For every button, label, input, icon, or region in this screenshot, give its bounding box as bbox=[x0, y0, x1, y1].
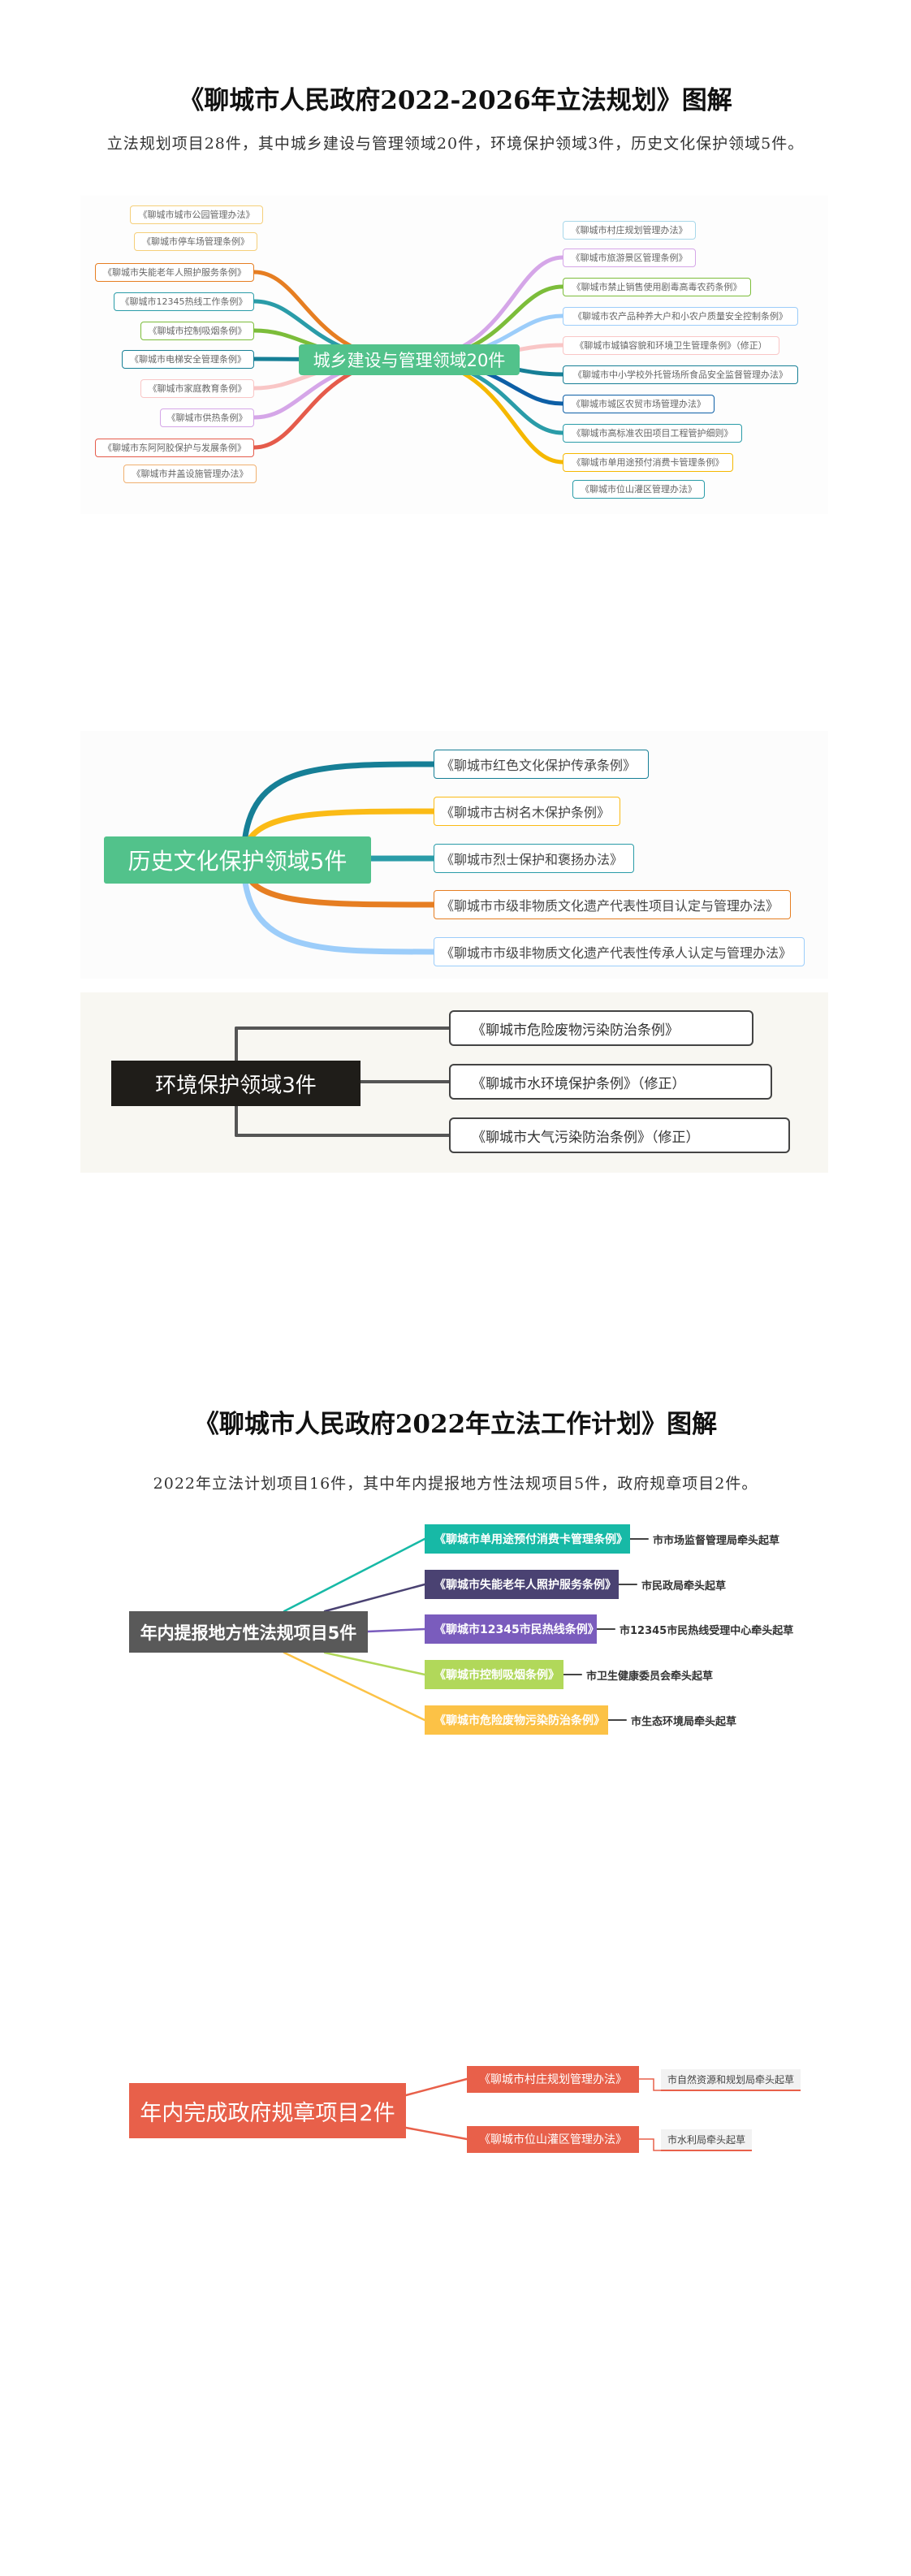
env-law-node[interactable]: 《聊城市大气污染防治条例》（修正） bbox=[449, 1117, 790, 1153]
urban-law-node[interactable]: 《聊城市停车场管理条例》 bbox=[134, 231, 257, 251]
lead-connector bbox=[638, 2138, 662, 2151]
regulation-law-node[interactable]: 《聊城市危险废物污染防治条例》 bbox=[425, 1705, 608, 1735]
urban-law-node[interactable]: 《聊城市供热条例》 bbox=[160, 408, 254, 427]
urban-center-node[interactable]: 城乡建设与管理领域20件 bbox=[299, 344, 520, 375]
urban-law-node[interactable]: 《聊城市失能老年人照护服务条例》 bbox=[95, 262, 254, 282]
regulation-law-node[interactable]: 《聊城市单用途预付消费卡管理条例》 bbox=[425, 1524, 630, 1554]
urban-law-node[interactable]: 《聊城市电梯安全管理条例》 bbox=[122, 349, 254, 369]
regulation-law-node[interactable]: 《聊城市控制吸烟条例》 bbox=[425, 1660, 563, 1689]
lead-department-label: 市卫生健康委员会牵头起草 bbox=[586, 1670, 714, 1683]
urban-law-node[interactable]: 《聊城市东阿阿胶保护与发展条例》 bbox=[95, 438, 254, 457]
history-law-node[interactable]: 《聊城市市级非物质文化遗产代表性项目认定与管理办法》 bbox=[434, 890, 791, 919]
section2-subtitle: 2022年立法计划项目16件，其中年内提报地方性法规项目5件，政府规章项目2件。 bbox=[153, 1475, 758, 1493]
lead-department-label: 市民政局牵头起草 bbox=[641, 1580, 727, 1593]
env-center-node[interactable]: 环境保护领域3件 bbox=[111, 1061, 361, 1106]
urban-law-node[interactable]: 《聊城市城镇容貌和环境卫生管理条例》（修正） bbox=[563, 335, 779, 355]
urban-law-node[interactable]: 《聊城市高标准农田项目工程管护细则》 bbox=[563, 423, 742, 443]
env-law-node[interactable]: 《聊城市危险废物污染防治条例》 bbox=[449, 1010, 753, 1046]
history-law-node[interactable]: 《聊城市古树名木保护条例》 bbox=[434, 797, 620, 826]
history-law-node[interactable]: 《聊城市烈士保护和褒扬办法》 bbox=[434, 844, 634, 873]
lead-department-label: 市自然资源和规划局牵头起草 bbox=[661, 2069, 801, 2091]
urban-law-node[interactable]: 《聊城市中小学校外托管场所食品安全监督管理办法》 bbox=[563, 365, 798, 384]
regulations-center-node[interactable]: 年内提报地方性法规项目5件 bbox=[129, 1611, 368, 1653]
urban-law-node[interactable]: 《聊城市禁止销售使用剧毒高毒农药条例》 bbox=[563, 277, 751, 296]
urban-law-node[interactable]: 《聊城市12345热线工作条例》 bbox=[114, 292, 254, 311]
rules-center-node[interactable]: 年内完成政府规章项目2件 bbox=[129, 2083, 406, 2138]
urban-law-node[interactable]: 《聊城市城区农贸市场管理办法》 bbox=[563, 394, 715, 413]
regulation-law-node[interactable]: 《聊城市12345市民热线条例》 bbox=[425, 1614, 599, 1644]
regulation-law-node[interactable]: 《聊城市失能老年人照护服务条例》 bbox=[425, 1570, 619, 1599]
lead-department-label: 市市场监督管理局牵头起草 bbox=[653, 1534, 780, 1547]
env-law-node[interactable]: 《聊城市水环境保护条例》（修正） bbox=[449, 1064, 772, 1100]
urban-law-node[interactable]: 《聊城市家庭教育条例》 bbox=[140, 378, 254, 398]
section2-title: 《聊城市人民政府2022年立法工作计划》图解 bbox=[193, 1410, 718, 1439]
lead-department-label: 市生态环境局牵头起草 bbox=[631, 1715, 737, 1728]
section1-subtitle: 立法规划项目28件，其中城乡建设与管理领域20件，环境保护领域3件，历史文化保护… bbox=[106, 135, 805, 153]
rule-connector bbox=[404, 2077, 468, 2097]
history-law-node[interactable]: 《聊城市市级非物质文化遗产代表性传承人认定与管理办法》 bbox=[434, 937, 805, 966]
urban-law-node[interactable]: 《聊城市单用途预付消费卡管理条例》 bbox=[563, 452, 733, 472]
rule-connector bbox=[404, 2126, 468, 2141]
urban-law-node[interactable]: 《聊城市村庄规划管理办法》 bbox=[563, 220, 696, 240]
rule-law-node[interactable]: 《聊城市位山灌区管理办法》 bbox=[467, 2125, 639, 2153]
rule-law-node[interactable]: 《聊城市村庄规划管理办法》 bbox=[467, 2065, 639, 2093]
urban-law-node[interactable]: 《聊城市控制吸烟条例》 bbox=[140, 321, 254, 340]
urban-law-node[interactable]: 《聊城市城市公园管理办法》 bbox=[130, 205, 263, 224]
urban-law-node[interactable]: 《聊城市井盖设施管理办法》 bbox=[123, 464, 257, 483]
lead-department-label: 市水利局牵头起草 bbox=[661, 2129, 753, 2151]
history-law-node[interactable]: 《聊城市红色文化保护传承条例》 bbox=[434, 750, 649, 779]
history-center-node[interactable]: 历史文化保护领域5件 bbox=[104, 836, 371, 884]
lead-connector bbox=[638, 2078, 662, 2091]
lead-department-label: 市12345市民热线受理中心牵头起草 bbox=[620, 1624, 794, 1637]
urban-law-node[interactable]: 《聊城市农产品种养大户和小农户质量安全控制条例》 bbox=[563, 306, 798, 326]
urban-law-node[interactable]: 《聊城市旅游景区管理条例》 bbox=[563, 248, 696, 267]
urban-law-node[interactable]: 《聊城市位山灌区管理办法》 bbox=[572, 479, 705, 499]
section1-title: 《聊城市人民政府2022-2026年立法规划》图解 bbox=[179, 86, 732, 115]
